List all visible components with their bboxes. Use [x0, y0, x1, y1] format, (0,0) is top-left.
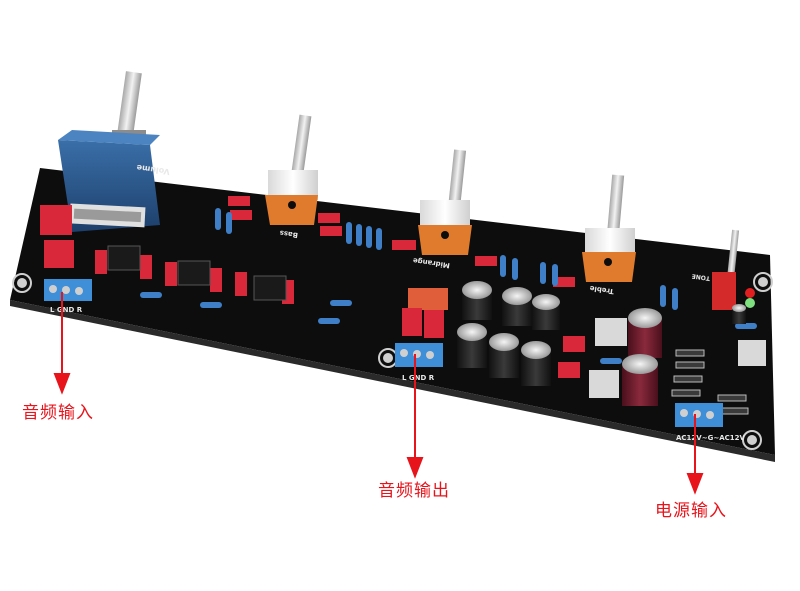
opamp-chips	[107, 245, 287, 301]
silk-output-pins: L GND R	[402, 374, 435, 382]
silk-bass: Bass	[279, 229, 298, 239]
output-terminal-block	[395, 343, 443, 367]
silk-power-label: AC12V~G~AC12V	[676, 434, 745, 442]
diodes	[671, 349, 749, 415]
label-audio-output: 音频输出	[378, 481, 450, 501]
label-audio-input: 音频输入	[22, 403, 94, 423]
arrow-audio-output	[406, 354, 424, 479]
input-terminal-block	[44, 279, 92, 301]
tone-toggle-switch	[712, 229, 755, 310]
silk-tone: TONE	[691, 272, 710, 281]
silk-treble: Treble	[589, 284, 614, 295]
midrange-potentiometer	[418, 149, 472, 255]
pcb-body	[10, 168, 775, 455]
electrolytic-capacitors	[457, 281, 746, 406]
silk-input-pins: L GND R	[50, 306, 83, 314]
power-terminal-block	[675, 403, 723, 427]
treble-potentiometer	[582, 174, 636, 282]
bass-potentiometer	[265, 114, 318, 225]
label-power-input: 电源输入	[655, 501, 727, 521]
arrow-audio-input	[53, 292, 71, 395]
volume-potentiometer	[58, 71, 160, 232]
mounting-hole-icon	[12, 272, 773, 450]
resistors	[140, 208, 757, 364]
regulators	[589, 318, 766, 398]
arrow-power-input	[686, 414, 704, 495]
